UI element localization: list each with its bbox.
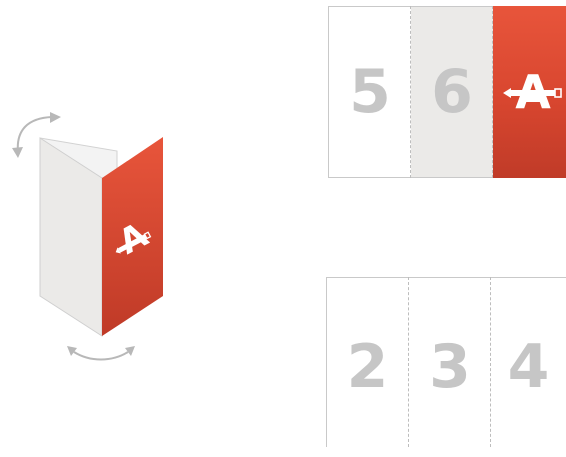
outside-layout: 5 6 A — [328, 6, 566, 178]
panel-number-6: 6 — [431, 57, 473, 127]
fold-line — [408, 277, 409, 447]
fold-line — [490, 277, 491, 447]
folded-brochure-illustration: A — [12, 112, 163, 361]
inside-panel-2: 2 — [326, 277, 409, 457]
inside-layout: 2 3 4 — [326, 277, 566, 447]
pencil-a-logo-icon: A — [502, 65, 562, 119]
outside-panel-6: 6 — [411, 6, 493, 178]
trifold-brochure-diagram: A 5 6 A — [12, 6, 566, 447]
panel-number-5: 5 — [349, 57, 391, 127]
inside-panel-4: 4 — [491, 277, 566, 457]
fold-line — [492, 6, 493, 178]
panel-number-4: 4 — [507, 332, 550, 402]
bottom-rotate-arrow-icon — [67, 346, 135, 361]
fold-line — [410, 6, 411, 178]
inside-panel-3: 3 — [409, 277, 491, 457]
outside-panel-cover: A — [493, 6, 566, 178]
brochure-cover-panel — [102, 137, 163, 336]
top-rotate-arrow-icon — [12, 112, 61, 158]
panel-number-2: 2 — [346, 332, 389, 402]
panel-number-3: 3 — [429, 332, 471, 402]
outside-panel-5: 5 — [328, 6, 411, 178]
